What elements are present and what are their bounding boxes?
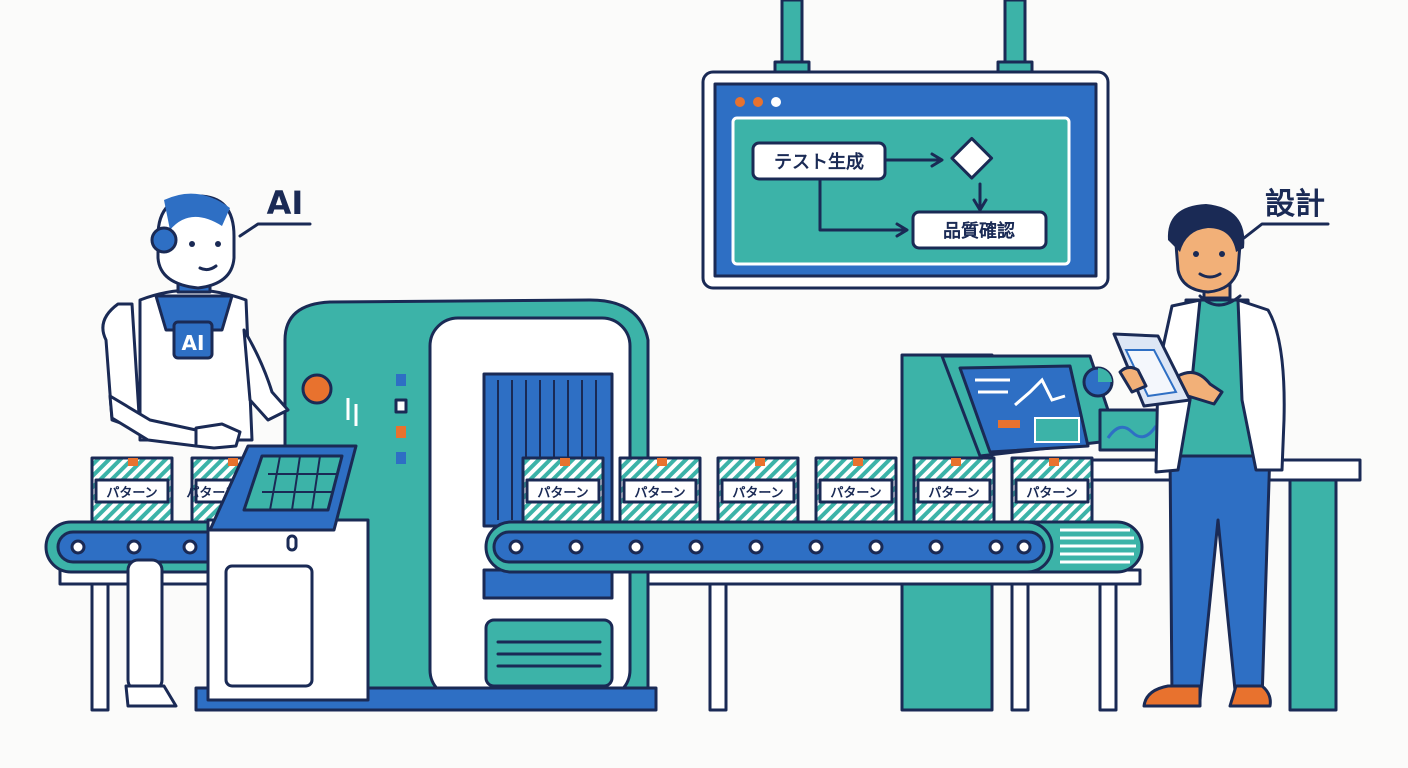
ai-robot: AI [101, 193, 290, 708]
pattern-box-label: パターン [634, 486, 685, 501]
pattern-box-label: パターン [830, 486, 881, 501]
flow-node-test-generation [751, 141, 887, 181]
hanging-monitor: テスト生成 品質確認 [701, 0, 1110, 290]
scanning-machine [283, 298, 650, 702]
decision-diamond-icon [950, 136, 994, 180]
flow-node-quality-check [911, 210, 1048, 250]
pattern-box: パターン [90, 456, 174, 524]
ai-callout-label: AI [267, 184, 304, 222]
pattern-boxes: パターン パターン パターン パターン パターン [90, 456, 1094, 524]
pattern-box: パターン [1010, 456, 1094, 524]
robot-chest-label: AI [182, 331, 205, 355]
pattern-box-label: パターン [732, 486, 783, 501]
pattern-box-label: パターン [928, 486, 979, 501]
kiosk-terminal [206, 444, 370, 702]
pattern-box: パターン [912, 456, 996, 524]
conveyor-belt [44, 520, 1144, 574]
machine-status-light-icon [301, 373, 333, 405]
pattern-box-label: パターン [1026, 486, 1077, 501]
flow-node-quality-check-label: 品質確認 [943, 220, 1015, 242]
pattern-box-label: パターン [537, 486, 588, 501]
pattern-box: パターン [521, 456, 605, 524]
pattern-box-label: パターン [106, 486, 157, 501]
ai-callout: AI [238, 184, 312, 238]
designer-callout: 設計 [1242, 187, 1330, 240]
designer-person [1112, 204, 1286, 708]
pattern-box: パターン [716, 456, 800, 524]
pattern-box: パターン [814, 456, 898, 524]
flow-node-test-generation-label: テスト生成 [774, 151, 864, 173]
pattern-box: パターン [618, 456, 702, 524]
designer-callout-label: 設計 [1265, 187, 1325, 222]
